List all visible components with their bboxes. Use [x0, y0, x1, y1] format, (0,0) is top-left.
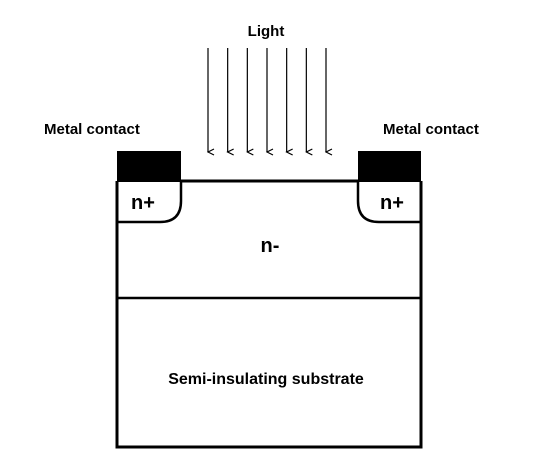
- left-n-plus-region: [115, 181, 183, 224]
- left-n-plus-label: n+: [131, 192, 155, 214]
- left-metal-contact-label: Metal contact: [44, 121, 140, 138]
- right-n-plus-label: n+: [380, 192, 404, 214]
- right-metal-contact-label: Metal contact: [383, 121, 479, 138]
- right-metal-contact: [358, 151, 421, 181]
- light-rays: [208, 48, 326, 152]
- left-metal-contact: [117, 151, 181, 181]
- right-n-plus-region: [356, 181, 423, 224]
- n-minus-label: n-: [261, 235, 280, 257]
- device-body-outline: [115, 179, 423, 449]
- substrate-label: Semi-insulating substrate: [168, 371, 364, 388]
- light-label: Light: [248, 23, 285, 40]
